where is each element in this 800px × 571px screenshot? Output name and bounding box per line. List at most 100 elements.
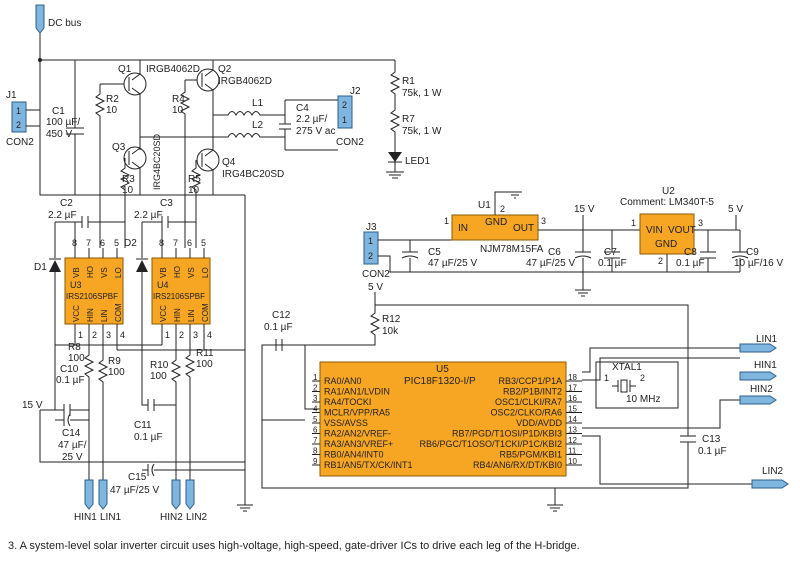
c4-capacitor [279,99,338,151]
u3-label: U3 [70,280,82,290]
c9-value: 10 µF/16 V [734,258,783,269]
u4-pin4: 4 [207,330,212,340]
c7-capacitor [604,230,620,272]
c11-label: C11 [134,420,152,431]
j1-pin2: 2 [16,120,21,130]
psu-ground [575,289,591,297]
led1-ground [386,161,404,179]
c6-label: C6 [548,247,561,258]
r10-resistor [170,345,182,480]
c7-value: 0.1 µF [598,258,627,269]
psu-rails [378,239,740,273]
c13-label: C13 [702,434,721,445]
out-lin2-label: LIN2 [762,466,784,477]
u3-pin3: 3 [106,330,111,340]
c6-value: 47 µF/25 V [526,258,575,269]
c4-value: 2.2 µF/ [296,114,328,125]
pin-number: 17 [568,384,577,393]
pin-name: RA0/AN0 [324,376,362,386]
q1-symbol [128,73,141,95]
u3-chip [64,257,124,325]
j3-type: CON2 [362,269,390,280]
c1-value2: 450 V [46,129,72,140]
c10-value: 0.1 µF [56,375,85,386]
q2-symbol [201,69,214,91]
r12-value: 10k [382,326,399,337]
c9-label: C9 [746,247,759,258]
u3-vb: VB [72,267,81,278]
r3-value: 10 [122,185,134,196]
q1-label: Q1 [118,64,132,75]
j1-label: J1 [6,90,17,101]
u4-lo: LO [201,267,210,278]
c5-value: 47 µF/25 V [428,258,477,269]
lin1-label: LIN1 [100,512,122,523]
c10-label: C10 [60,364,79,375]
dc-bus-label: DC bus [48,18,81,29]
r4-label: R4 [172,94,185,105]
ground-symbol-mcu [547,504,563,512]
q1-transistor [123,72,147,96]
r2-label: R2 [106,94,119,105]
led1-diode [388,152,402,162]
pin-number: 8 [313,447,318,456]
r3-label: R3 [122,174,135,185]
pin-name: RB6/PGC/T1OSO/T1CKI/P1C/KBI2 [419,439,562,449]
c15-value: 47 µF/25 V [110,485,159,496]
pin-name: RB2/P1B/INT2 [503,387,562,397]
pin-name: RB1/AN5/TX/CK/INT1 [324,460,413,470]
c13-value: 0.1 µF [698,446,727,457]
pin-name: RB3/CCP1/P1A [498,376,562,386]
r8-resistor [83,345,95,480]
u3-pin1: 1 [78,330,83,340]
j1-pin1: 1 [16,106,21,116]
u3-com: COM [114,303,123,322]
hin1-label: HIN1 [74,512,97,523]
u1-pin2: 2 [500,204,505,214]
r8-value: 100 [68,353,85,364]
q4-label: Q4 [222,157,236,168]
lin1-connector [98,479,108,510]
q2-label: Q2 [218,64,232,75]
hin1-connector [84,479,94,510]
out-hin2-label: HIN2 [750,384,773,395]
u4-label: U4 [157,280,169,290]
hin2-label: HIN2 [160,512,183,523]
v5-mcu-rail [374,292,689,380]
hin2-connector [171,479,181,510]
c2-capacitor [55,216,125,228]
u5-part: PIC18F1320-I/P [404,376,476,387]
out-hin1-connector [739,371,777,381]
q3-symbol [128,147,141,169]
pin-number: 5 [313,415,318,424]
u2-vin: VIN [646,225,663,236]
q4-symbol [201,149,214,171]
u4-vcc: VCC [159,305,168,322]
v15-left-label: 15 V [22,400,43,411]
j1-connector [11,101,27,133]
c14-value: 47 µF/ [58,440,87,451]
u3-pin7: 7 [86,238,91,248]
c4-value2: 275 V ac [296,126,335,137]
v15-rail-left [39,409,245,463]
dc-bus-wire [39,33,395,61]
c1-capacitor [66,60,84,195]
r5-resistor [190,160,202,235]
u3-top-pins [74,222,126,258]
j3-connector [363,231,379,265]
d1-diode [49,260,61,272]
j3-label: J3 [366,222,377,233]
c14-label: C14 [62,428,81,439]
u1-chip [451,214,539,241]
u3-ho: HO [86,266,95,278]
j3-pin1: 1 [368,236,373,246]
r5-value: 10 [188,185,200,196]
q2-transistor [196,68,220,92]
